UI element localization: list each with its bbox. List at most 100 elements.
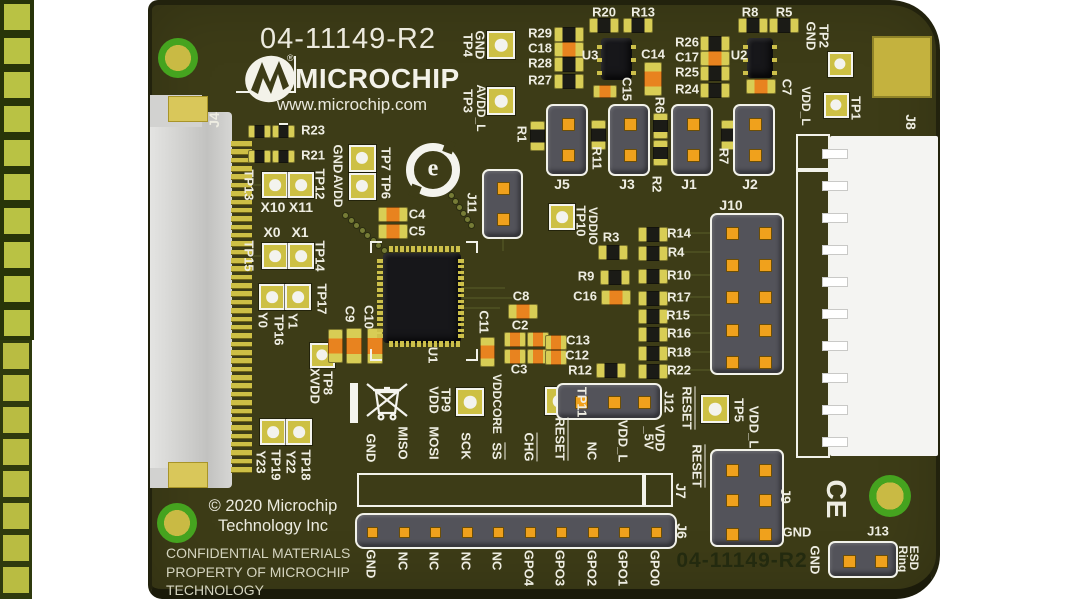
silkscreen-label: VDD_L [746,405,762,449]
ic-pin [458,282,464,286]
silkscreen-label: R14 [667,225,691,241]
j7-pad-hole [0,498,8,508]
silkscreen-label: R7 [716,147,732,165]
j8-pad [0,204,34,238]
silkscreen-label: J8 [903,114,919,130]
ic-pin [450,246,455,252]
j7-pad-hole [0,370,8,380]
test-point [285,284,311,310]
j7-pad [0,436,32,468]
j8-pad [0,68,34,102]
silkscreen-label: C16 [573,288,597,304]
j7-pad-hole [0,466,8,476]
ic-pin [400,246,404,252]
silkscreen-label: C3 [510,361,528,377]
ic-corner-bracket [370,349,382,361]
silkscreen-label: C7 [779,78,795,96]
header-pad [758,226,772,240]
smd-resistor [638,290,668,306]
silkscreen-label: R18 [667,344,691,360]
silkscreen-label: GPO0 [647,549,663,587]
jumper-pad [497,182,510,195]
smd-resistor [590,120,606,150]
silkscreen-label: RESET [679,386,695,430]
silkscreen-label: R20 [592,4,616,20]
silkscreen-label: R29 [528,25,552,41]
j8-pin-tail [822,341,848,351]
silkscreen-label: J4 [206,112,222,128]
test-point [701,395,729,423]
header-pad [618,526,630,538]
ic-pin [377,305,383,309]
smd-resistor [589,17,619,33]
via [468,222,475,229]
ic-pin [439,246,443,252]
silkscreen-label: C10 [361,305,377,329]
test-point [487,87,515,115]
test-point-hole [267,426,279,438]
smd-resistor [596,362,626,378]
test-point [262,172,288,198]
smd-resistor [738,17,768,33]
silkscreen-label: C13 [566,332,590,348]
ic-pin [377,282,383,286]
smd-resistor [598,244,628,260]
ic-pin [394,341,399,347]
header-pad [725,323,739,337]
j8-pad-hole [0,238,9,247]
silkscreen-label: GND [472,30,488,60]
j7-pad [0,564,32,596]
j7-pad [0,468,32,500]
smd-resistor [700,35,730,51]
silkscreen-label: J5 [554,176,570,192]
header-pad [725,226,739,240]
test-point-hole [269,179,281,191]
smd-resistor [638,226,668,242]
smd-resistor [623,17,653,33]
silkscreen-label: C14 [641,46,665,62]
j8-pin-tail [822,309,848,319]
j8-pad [0,34,34,68]
silkscreen-label: C15 [619,77,635,101]
j7-pad-hole [0,530,8,540]
silkscreen-label: Ring [896,545,910,573]
smd-capacitor [700,50,730,66]
via [347,217,355,224]
jumper-pad [748,117,762,131]
smd-resistor [769,17,799,33]
smd-capacitor [601,289,631,305]
silkscreen-label: VDDIO [586,206,600,246]
test-point-hole [834,58,846,70]
silkscreen-label: GPO3 [552,549,568,587]
j8-pin-tail [822,277,848,287]
ffc-pin [231,324,252,331]
ffc-connector-j4 [150,112,232,488]
ffc-pin [231,174,252,180]
silkscreen-label: C2 [511,317,529,333]
silkscreen-label: VDD [652,424,668,452]
ic-corner-bracket [466,349,478,361]
ffc-pin [231,207,252,214]
via [460,210,467,217]
ffc-pin [231,283,252,289]
silkscreen-label: GND [363,433,379,463]
jumper-pad [561,149,575,163]
ic-pin [411,246,415,252]
ffc-pin [231,166,252,172]
header-pad [758,463,772,477]
silkscreen-label: SCK [458,432,474,460]
ic-corner-bracket [466,241,478,253]
ic-pin [377,288,383,292]
jumper-pad [497,213,510,227]
header-pad [587,526,599,538]
ic-pin [772,58,777,62]
smd-resistor [271,124,295,138]
silkscreen-label: C17 [675,49,699,65]
ic-pin [394,246,399,252]
silkscreen-label: J3 [619,176,635,192]
silkscreen-label: GPO2 [584,549,600,587]
silkscreen-label: R13 [631,4,655,20]
via [358,227,366,234]
ic-pin [433,246,438,252]
ic-pin [417,246,421,252]
